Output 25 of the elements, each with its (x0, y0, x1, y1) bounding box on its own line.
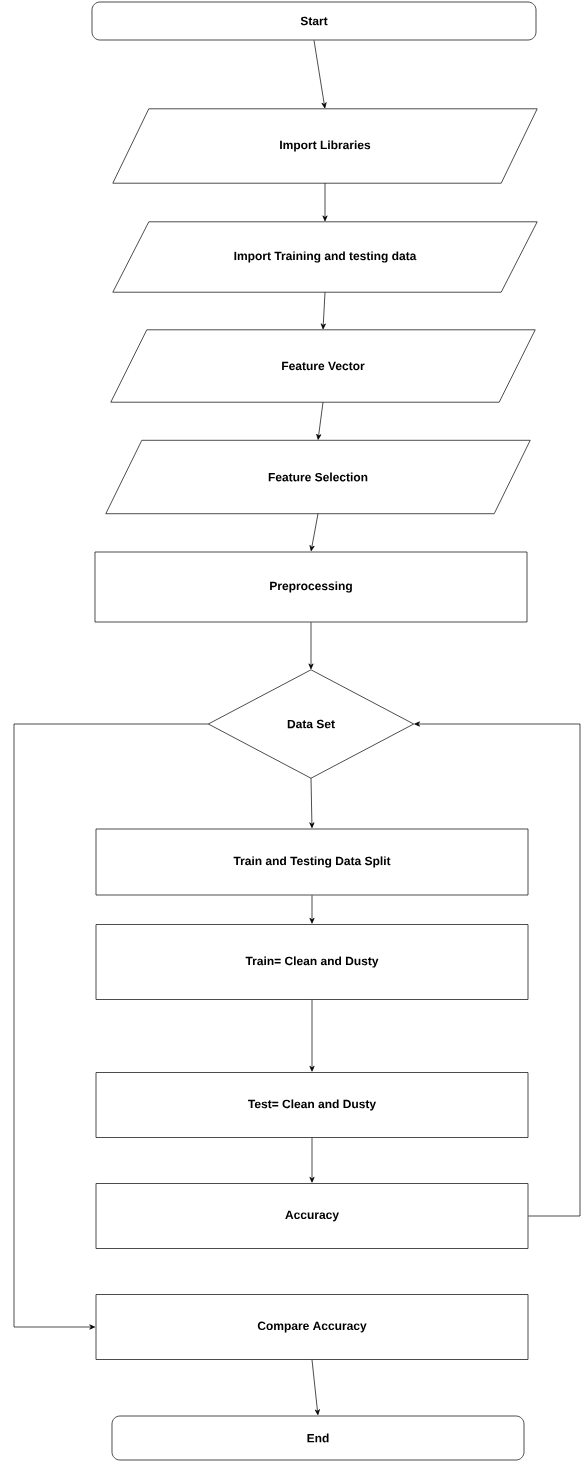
process-box: Accuracy (95, 1183, 529, 1249)
input-parallelogram: Import Libraries (112, 108, 538, 184)
process-box: Train= Clean and Dusty (95, 924, 529, 1000)
arrow (309, 1137, 315, 1183)
input-parallelogram: Feature Selection (105, 439, 531, 515)
arrow (309, 513, 319, 552)
terminal-box: End (111, 1415, 525, 1461)
process-box: Train and Testing Data Split (95, 828, 529, 896)
arrow (308, 622, 314, 670)
input-parallelogram: Import Training and testing data (112, 221, 538, 293)
arrow (322, 182, 328, 222)
arrow (313, 40, 327, 109)
arrow (320, 291, 326, 330)
process-box: Preprocessing (94, 551, 528, 623)
arrow (414, 721, 581, 1217)
process-box: Test= Clean and Dusty (95, 1072, 529, 1138)
arrow (309, 999, 315, 1072)
arrow (309, 777, 315, 829)
arrow (316, 401, 324, 440)
arrow (13, 723, 209, 1330)
arrow (309, 895, 315, 924)
arrow (311, 1359, 320, 1416)
process-box: Compare Accuracy (95, 1294, 529, 1360)
input-parallelogram: Feature Vector (110, 329, 536, 403)
terminal-box: Start (91, 1, 537, 41)
